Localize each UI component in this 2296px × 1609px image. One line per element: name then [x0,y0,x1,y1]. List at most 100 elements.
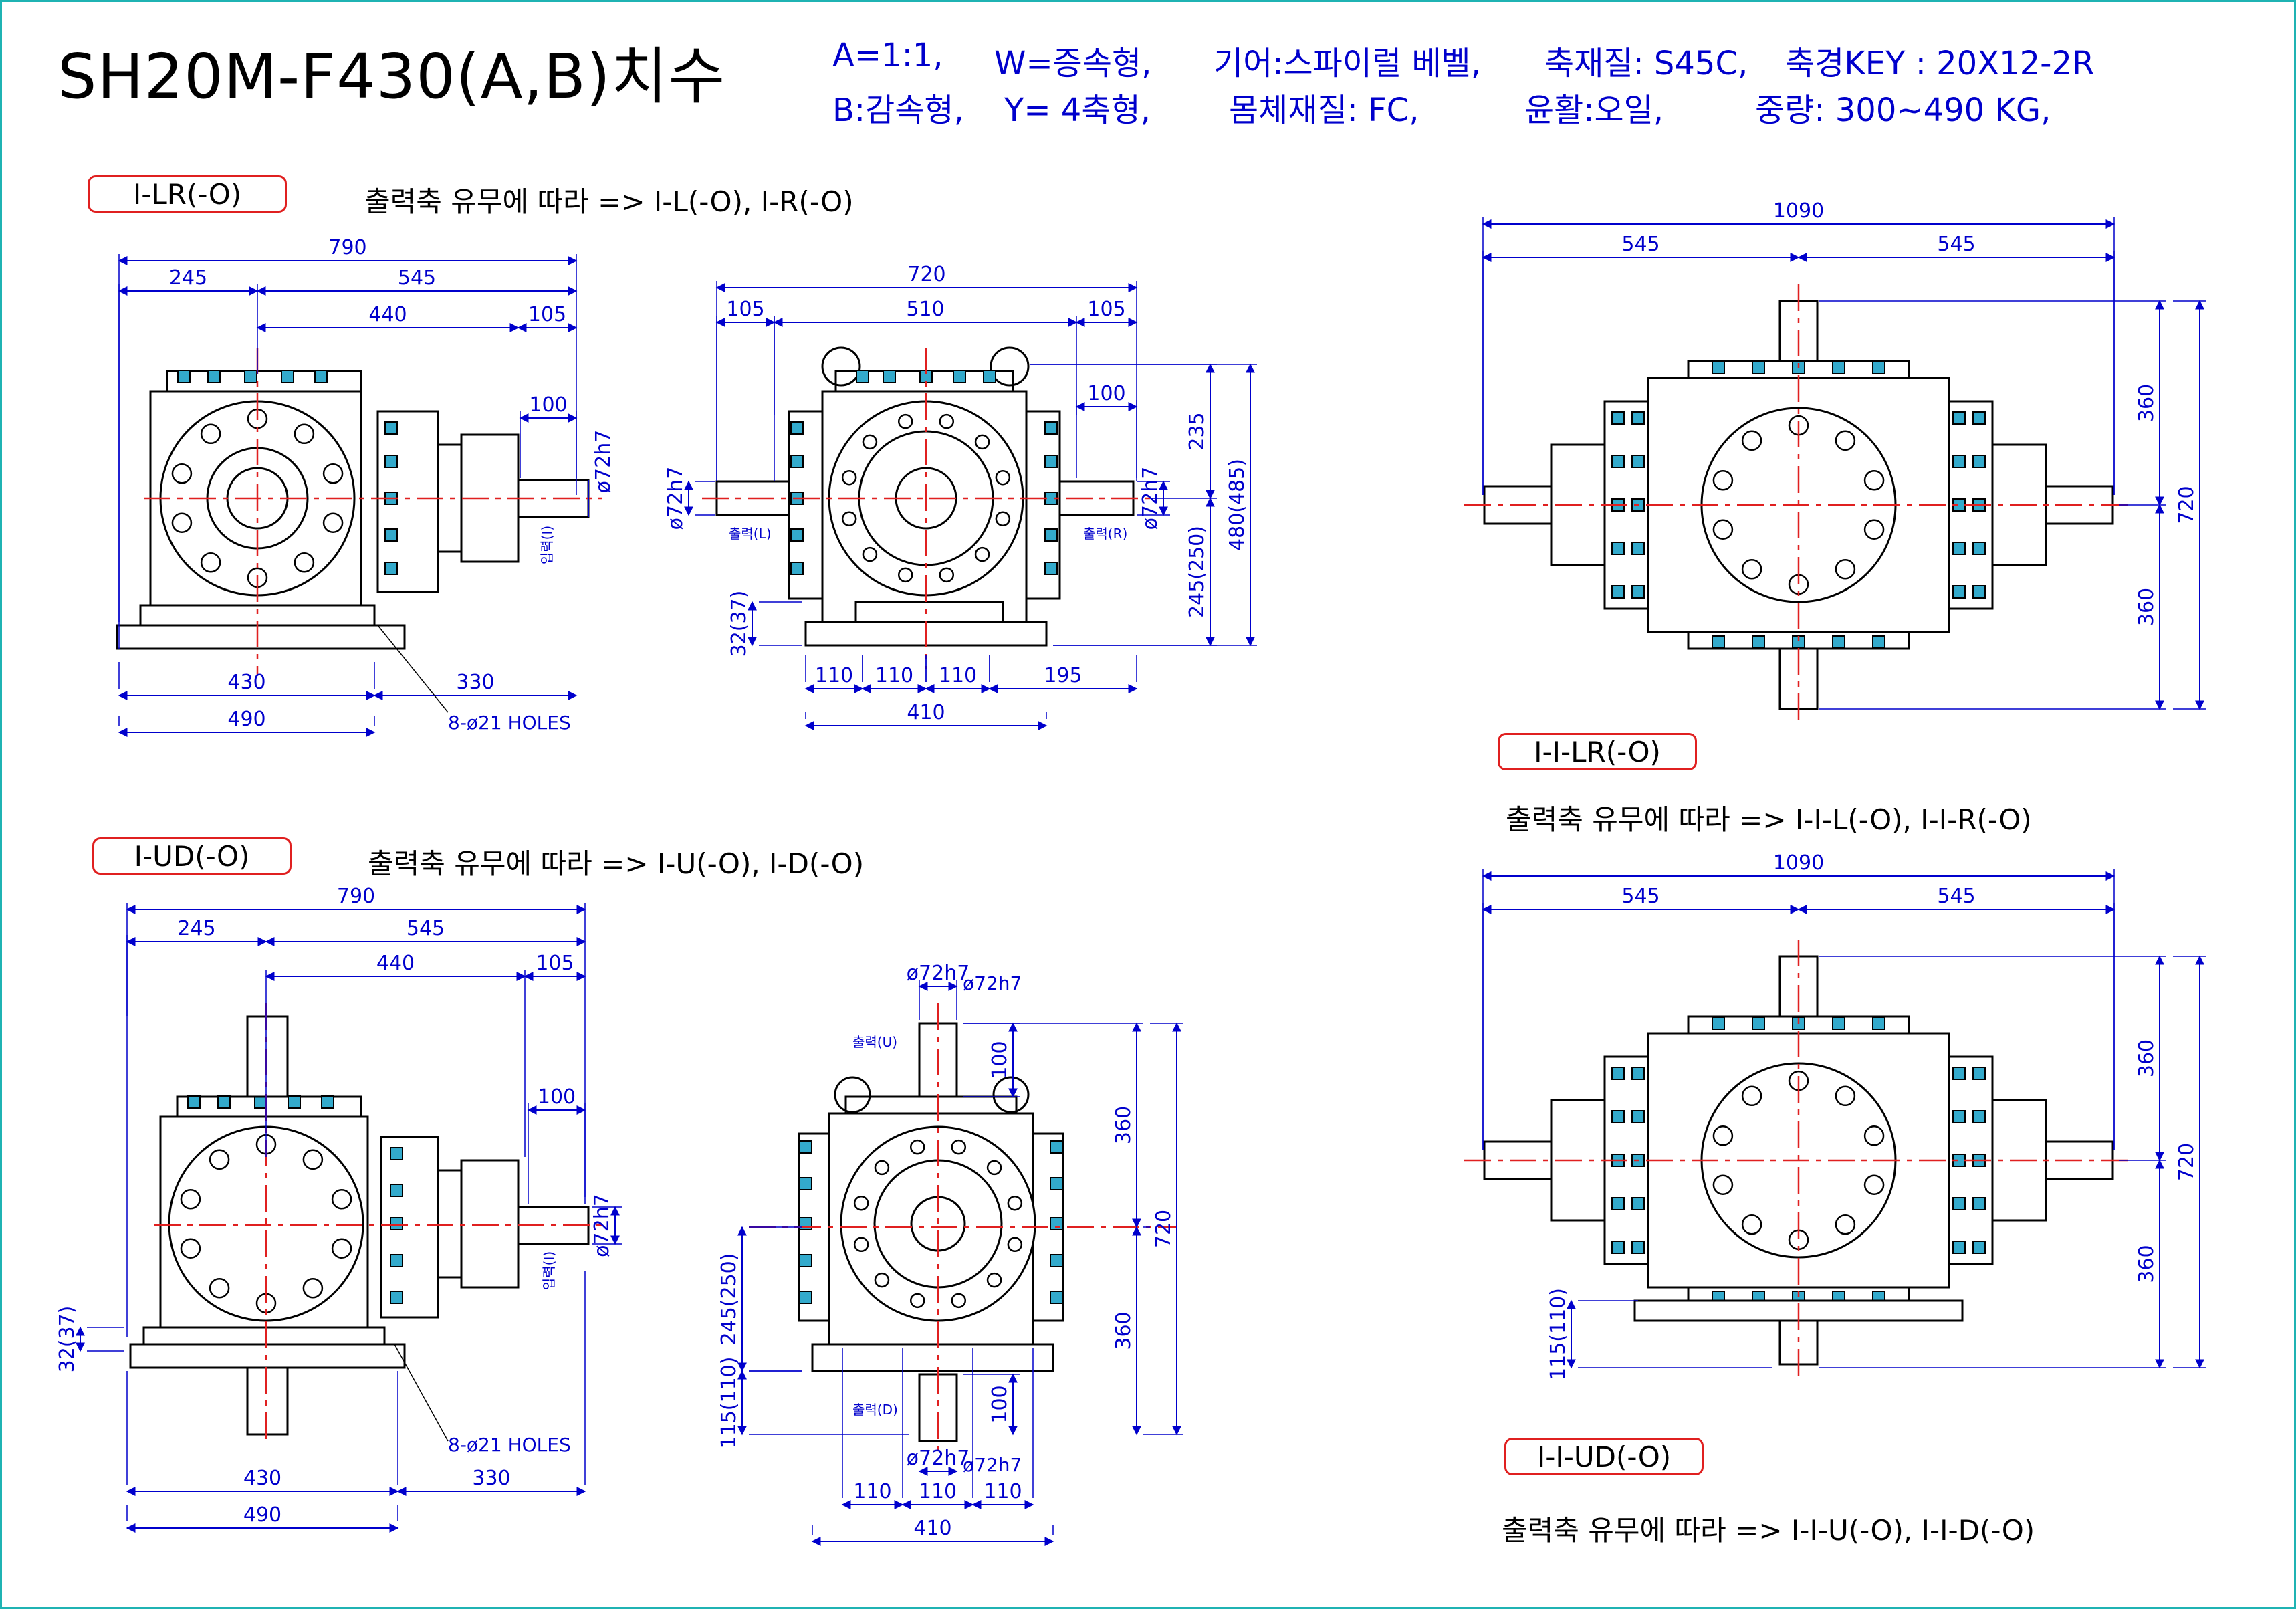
view-i-ud-side [129,1015,590,1436]
bolt [1611,455,1625,468]
flange-bolt-hole [1835,1214,1856,1235]
dimension-value: 545 [1621,885,1659,908]
shaft-label: 출력(L) [729,526,772,542]
flange-bolt-hole [951,1139,967,1155]
dimension-value: 110 [984,1480,1022,1503]
bolt [1972,455,1986,468]
dimension-value: 245 [177,917,215,940]
bolt [1752,635,1765,649]
dimension-value: ø72h7 [907,1446,970,1470]
flange-bolt-hole [171,463,193,484]
shaft-label: 출력(D) [852,1402,898,1418]
dimension-value: 105 [528,303,566,326]
dimension-value: 105 [726,298,764,321]
bolt [244,370,257,383]
base-foot [142,1326,386,1346]
bolt [1752,361,1765,374]
bolt [1631,1197,1645,1210]
dimension-value: 440 [368,303,407,326]
bolt [983,370,996,383]
flange-bolt-hole [1712,1125,1734,1146]
dimension-value: 1090 [1773,199,1824,223]
bolt [856,370,869,383]
flange-bolt-hole [995,469,1011,486]
dimension-value: 360 [1112,1106,1135,1144]
note-i-ud: 출력축 유무에 따라 => I-U(-O), I-D(-O) [368,847,865,880]
bolt [1631,1241,1645,1254]
shaft-label: 입력(I) [539,526,555,564]
dimension-value: 235 [1185,412,1209,450]
bolt [390,1291,403,1304]
dimension-value: 100 [529,393,567,417]
bolt [390,1147,403,1160]
bolt [1972,1241,1986,1254]
flange-bolt-hole [909,1293,925,1309]
bolt [177,370,191,383]
dimension-value: 100 [1087,382,1125,405]
bolt [187,1095,201,1109]
flange-bolt-hole [1835,558,1856,580]
bolt [314,370,328,383]
label-i-i-ud: I-I-UD(-O) [1504,1438,1704,1475]
flange-bolt-hole [180,1189,201,1210]
flange-bolt-hole [874,1272,890,1288]
bolt [390,1184,403,1197]
bolt [790,528,804,542]
flange-bolt-hole [874,1160,890,1176]
spec-lubrication: 윤활:오일, [1524,92,1664,129]
flange-bolt-hole [209,1277,230,1299]
spec-speed-up: W=증속형, [994,45,1152,82]
bolt [799,1177,812,1190]
flange-bolt-hole [1863,519,1885,540]
flange-bolt-hole [1712,519,1734,540]
dimension-value: 360 [2135,384,2158,422]
flange-bolt-hole [1007,1195,1023,1211]
flange-bolt-hole [862,434,878,450]
housing-top-cover [844,1095,1018,1115]
bolt [799,1217,812,1230]
bolt [1952,1067,1966,1080]
bolt [1631,455,1645,468]
lifting-eye-left [821,346,861,387]
spec-four-shaft: Y= 4축형, [1004,92,1151,129]
bolt [1972,1110,1986,1123]
label-i-i-lr: I-I-LR(-O) [1498,733,1697,770]
bolt [390,1254,403,1267]
bolt [790,562,804,575]
dimension-value: 480(485) [1226,459,1249,551]
bolt [281,370,294,383]
base-foot [854,601,1004,623]
bolt [288,1095,301,1109]
bolt [1872,635,1885,649]
dimension-value: 110 [919,1480,957,1503]
bolt [799,1291,812,1304]
flange-bolt-hole [853,1237,869,1253]
dimension-value: 545 [398,266,436,290]
bolt [1972,585,1986,599]
base-plate [811,1343,1054,1372]
bolt [1611,1067,1625,1080]
bolt [207,370,221,383]
note-i-lr: 출력축 유무에 따라 => I-L(-O), I-R(-O) [364,185,854,218]
flange-bolt-hole [862,546,878,562]
flange-bolt-hole [302,1149,324,1170]
leader-line [377,625,449,713]
dimension-value: 720 [1152,1210,1175,1248]
note-i-i-ud: 출력축 유무에 따라 => I-I-U(-O), I-I-D(-O) [1502,1514,2035,1547]
bolt [1631,585,1645,599]
bolt [1872,361,1885,374]
dimension-value: 440 [376,952,415,975]
bolt [1044,421,1058,435]
bolt [1044,528,1058,542]
bolt [321,1095,334,1109]
flange-bolt-hole [322,512,344,533]
dimension-value: 105 [1087,298,1125,321]
dimension-value: 490 [227,708,265,731]
shaft-label: 출력(R) [1083,526,1127,542]
diameter-label: ø72h7 [592,430,615,494]
dimension-value: 115(110) [717,1357,741,1449]
bolt [1952,1110,1966,1123]
dimension-value: ø72h7 [590,1194,614,1257]
bolt [1832,1016,1845,1030]
